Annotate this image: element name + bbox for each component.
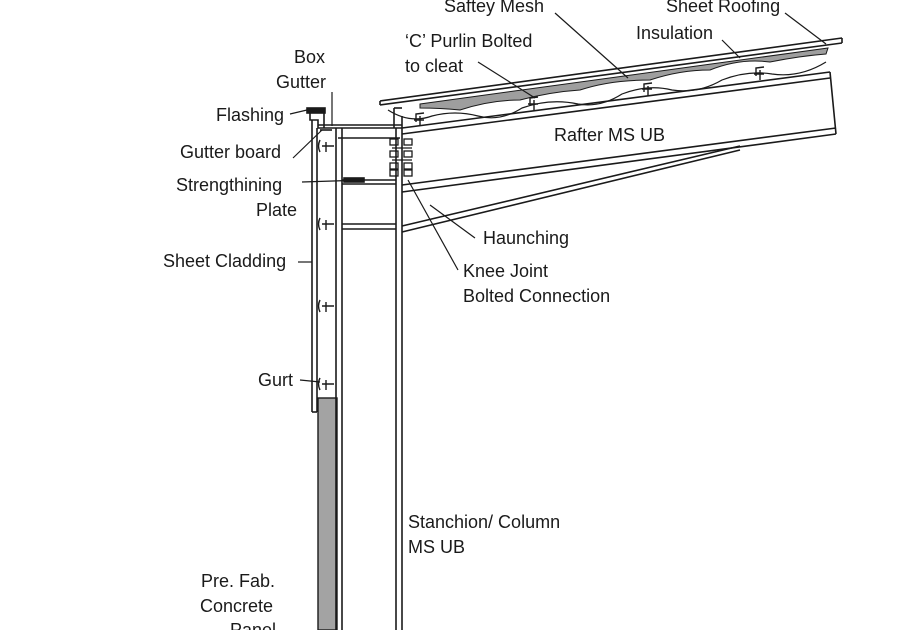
- box-gutter: [306, 107, 402, 131]
- knee-joint-bolts: [389, 138, 413, 177]
- haunching: [401, 145, 741, 233]
- label-knee-joint-line1: Knee Joint: [463, 261, 549, 281]
- label-box-gutter-line1: Box: [294, 47, 326, 67]
- label-knee-joint-line2: Bolted Connection: [463, 286, 611, 306]
- label-precast-line3: Panel: [230, 620, 277, 630]
- label-sheet-cladding: Sheet Cladding: [163, 251, 287, 271]
- label-insulation: Insulation: [636, 23, 714, 43]
- safety-mesh: [387, 61, 827, 120]
- sheet-cladding: [311, 120, 318, 413]
- label-gurt: Gurt: [258, 370, 294, 390]
- insulation: [419, 47, 829, 111]
- leader-lines: [289, 12, 827, 383]
- label-strengthening-line1: Strengthining: [176, 175, 283, 195]
- strengthening-plate: [342, 177, 396, 230]
- label-stanchion-line1: Stanchion/ Column: [408, 512, 561, 532]
- label-box-gutter-line2: Gutter: [276, 72, 327, 92]
- sheet-rails: [317, 139, 334, 391]
- label-precast-line2: Concrete: [200, 596, 274, 616]
- label-c-purlin-line2: to cleat: [405, 56, 464, 76]
- label-rafter: Rafter MS UB: [554, 125, 666, 145]
- label-stanchion-line2: MS UB: [408, 537, 466, 557]
- label-flashing: Flashing: [216, 105, 285, 125]
- rafter: [393, 71, 837, 193]
- stanchion-column: [335, 116, 403, 630]
- label-precast-line1: Pre. Fab.: [201, 571, 276, 591]
- c-purlins: [414, 66, 765, 126]
- label-safety-mesh: Saftey Mesh: [444, 0, 545, 16]
- label-gutter-board: Gutter board: [180, 142, 282, 162]
- label-c-purlin-line1: ‘C’ Purlin Bolted: [405, 31, 533, 51]
- label-haunching: Haunching: [483, 228, 570, 248]
- label-sheet-roofing: Sheet Roofing: [666, 0, 781, 16]
- label-strengthening-line2: Plate: [256, 200, 298, 220]
- sheet-roofing: [379, 37, 843, 106]
- concrete-panel: [317, 397, 338, 630]
